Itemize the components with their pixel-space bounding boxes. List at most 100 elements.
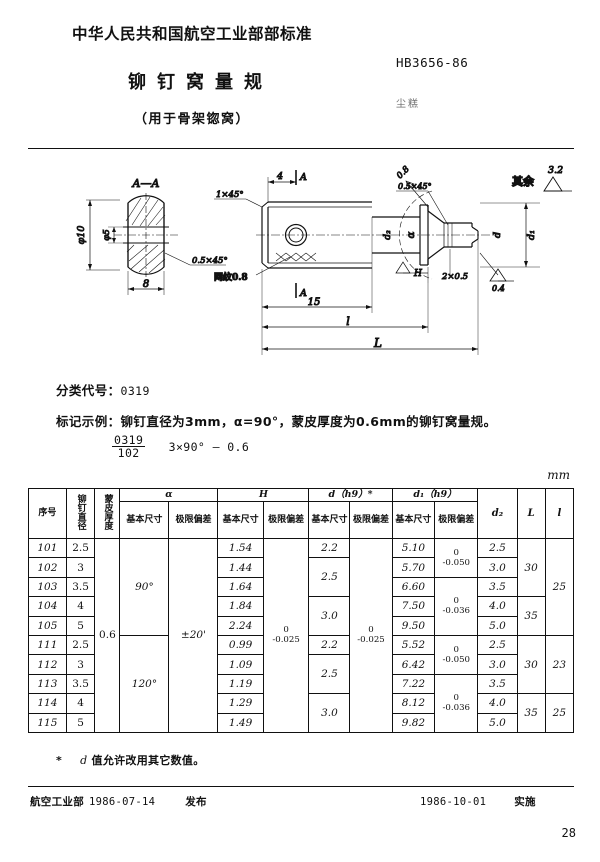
marking-suffix: 3×90° — 0.6 xyxy=(168,439,250,454)
cell-d1-deviation: 0-0.050 xyxy=(434,538,479,578)
cell-H-basic: 1.84 xyxy=(217,596,264,617)
col-header-L: L xyxy=(516,488,546,539)
standard-subnote: 尘糕 xyxy=(396,99,420,110)
cell-d-deviation: 0-0.025 xyxy=(349,538,393,733)
cell-d2: 5.0 xyxy=(477,615,518,636)
cell-H-basic: 1.19 xyxy=(217,673,264,695)
cell-d2: 5.0 xyxy=(477,712,518,733)
cell-d1-basic: 6.60 xyxy=(391,576,436,598)
col-header-d1: d₁（h9） xyxy=(391,488,479,502)
cell-L: 30 xyxy=(516,634,546,695)
dim-alpha: α xyxy=(406,231,417,238)
marking-fraction-numerator: 0319 xyxy=(112,433,146,448)
dim-d2: d₂ xyxy=(383,230,393,240)
cell-rivet-diameter: 3.5 xyxy=(65,576,96,598)
ra-04: 0.4 xyxy=(492,284,505,293)
cell-d1-basic: 7.50 xyxy=(391,596,436,617)
cell-seq: 112 xyxy=(28,654,67,675)
chamfer-05x45-right: 0.5×45° xyxy=(398,182,432,191)
cell-rivet-diameter: 5 xyxy=(65,712,96,733)
page-title: 铆钉窝量规 xyxy=(128,72,273,93)
cell-d2: 3.0 xyxy=(477,557,518,578)
cell-seq: 113 xyxy=(28,673,67,695)
dim-8: 8 xyxy=(143,279,149,290)
col-header-alpha-basic: 基本尺寸 xyxy=(119,501,170,539)
cell-rivet-diameter: 4 xyxy=(65,596,96,617)
cell-H-deviation: 0-0.025 xyxy=(262,538,310,733)
cell-H-basic: 2.24 xyxy=(217,615,264,636)
col-header-H-deviation: 极限偏差 xyxy=(262,501,310,539)
footer-publish-action: 发布 xyxy=(185,796,207,808)
drawing-svg: A—A xyxy=(76,164,572,355)
footnote-marker: * xyxy=(56,754,63,767)
dim-d: d xyxy=(492,232,503,238)
cell-d1-basic: 5.10 xyxy=(391,537,436,559)
cell-seq: 104 xyxy=(28,596,67,617)
cell-H-basic: 1.29 xyxy=(217,693,264,714)
table-header-sub-row: 基本尺寸 极限偏差 基本尺寸 极限偏差 基本尺寸 极限偏差 基本尺寸 极限偏差 xyxy=(29,501,574,539)
cell-rivet-diameter: 2.5 xyxy=(65,634,96,656)
dim-H: H xyxy=(413,269,422,279)
marking-example-text: 铆钉直径为3mm，α=90°，蒙皮厚度为0.6mm的铆钉窝量规。 xyxy=(120,414,497,429)
cell-H-basic: 1.44 xyxy=(217,557,264,578)
cell-l: 25 xyxy=(544,693,575,733)
cell-d1-basic: 9.82 xyxy=(391,712,436,733)
page-subtitle: （用于骨架锪窝） xyxy=(134,112,251,127)
surface-rest-label: 其余 xyxy=(512,174,535,188)
cell-d1-deviation: 0-0.050 xyxy=(434,634,479,675)
marking-designation: 0319 102 3×90° — 0.6 xyxy=(112,434,576,459)
cell-d-basic: 2.5 xyxy=(308,654,351,695)
col-header-skin-thickness: 蒙皮厚度 xyxy=(94,488,121,539)
cell-d1-basic: 6.42 xyxy=(391,654,436,675)
dim-phi5: φ5 xyxy=(102,229,112,240)
col-header-H-basic: 基本尺寸 xyxy=(217,501,264,539)
issuing-organization: 中华人民共和国航空工业部部标准 xyxy=(72,25,313,43)
col-header-d1-basic: 基本尺寸 xyxy=(391,501,436,539)
col-header-d2: d₂ xyxy=(477,488,518,539)
cell-d1-basic: 7.22 xyxy=(391,673,436,695)
cell-d2: 2.5 xyxy=(477,634,518,656)
marking-fraction-denominator: 102 xyxy=(117,446,140,461)
chamfer-05x45-left: 0.5×45° xyxy=(192,256,228,266)
notes-block: 分类代号：0319 标记示例：铆钉直径为3mm，α=90°，蒙皮厚度为0.6mm… xyxy=(56,380,576,471)
col-header-seq: 序号 xyxy=(28,488,67,539)
cell-seq: 103 xyxy=(28,576,67,598)
section-mark-bottom: A xyxy=(299,288,307,299)
page-number: 28 xyxy=(561,826,576,840)
chamfer-1x45: 1×45° xyxy=(216,190,244,200)
cell-H-basic: 1.09 xyxy=(217,654,264,675)
col-header-H: H xyxy=(217,488,310,502)
cell-l: 25 xyxy=(544,538,575,636)
cell-seq: 115 xyxy=(28,712,67,733)
cell-rivet-diameter: 4 xyxy=(65,693,96,714)
cell-seq: 101 xyxy=(28,537,67,559)
knurl-note: 网纹0.8 xyxy=(214,271,248,283)
section-label: A—A xyxy=(132,177,160,190)
dim-d1: d₁ xyxy=(526,230,537,240)
cell-H-basic: 1.64 xyxy=(217,576,264,598)
cell-d1-deviation: 0-0.036 xyxy=(434,673,479,733)
footer-ministry: 航空工业部 xyxy=(30,796,84,808)
footer-publish-date: 1986-07-14 xyxy=(89,796,156,808)
dim-l-lower: l xyxy=(346,315,350,328)
cell-d1-basic: 5.52 xyxy=(391,634,436,656)
cell-d-basic: 2.2 xyxy=(308,537,351,559)
col-header-d-basic: 基本尺寸 xyxy=(308,501,351,539)
undercut-note: 2×0.5 xyxy=(441,272,468,282)
col-header-d1-deviation: 极限偏差 xyxy=(434,501,479,539)
marking-example-line: 标记示例：铆钉直径为3mm，α=90°，蒙皮厚度为0.6mm的铆钉窝量规。 03… xyxy=(56,411,576,459)
technical-drawing: A—A xyxy=(28,155,574,365)
col-header-rivet-diameter: 铆钉直径 xyxy=(65,488,96,539)
cell-H-basic: 1.54 xyxy=(217,537,264,559)
col-header-l: l xyxy=(544,488,575,539)
footnote: *d 值允许改用其它数值。 xyxy=(56,752,205,768)
cell-d-basic: 2.5 xyxy=(308,557,351,598)
cell-alpha-basic: 90° xyxy=(119,538,170,636)
cell-d-basic: 3.0 xyxy=(308,596,351,636)
cell-rivet-diameter: 3 xyxy=(65,557,96,578)
